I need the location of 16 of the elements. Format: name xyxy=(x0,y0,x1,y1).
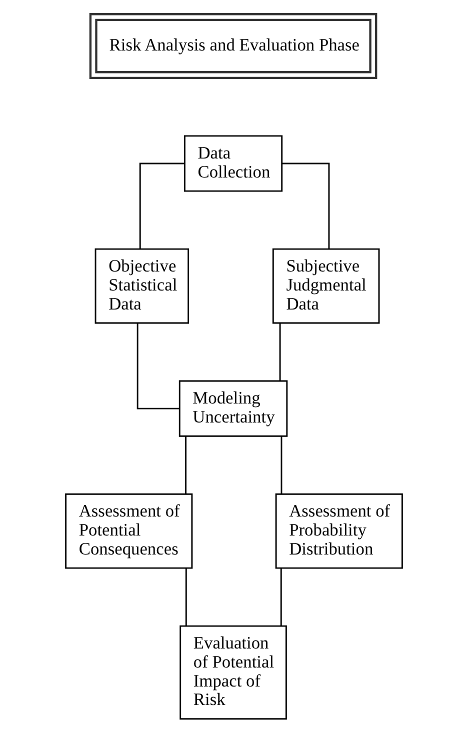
connector xyxy=(280,436,282,494)
connector xyxy=(184,436,186,494)
connector xyxy=(184,568,186,626)
node-box: Assessment of Probability Distribution xyxy=(274,493,402,569)
connector xyxy=(280,568,282,626)
connector xyxy=(136,323,179,410)
node-box: Evaluation of Potential Impact of Risk xyxy=(179,625,286,720)
connector xyxy=(278,323,280,381)
node-box: Modeling Uncertainty xyxy=(178,380,288,437)
node-box: Risk Analysis and Evaluation Phase xyxy=(88,13,377,80)
node-box: Data Collection xyxy=(183,135,282,192)
node-box: Assessment of Potential Consequences xyxy=(64,493,192,569)
connector xyxy=(138,162,184,249)
node-box: Subjective Judgmental Data xyxy=(272,248,380,324)
connector xyxy=(282,162,330,249)
node-box: Objective Statistical Data xyxy=(94,248,189,324)
